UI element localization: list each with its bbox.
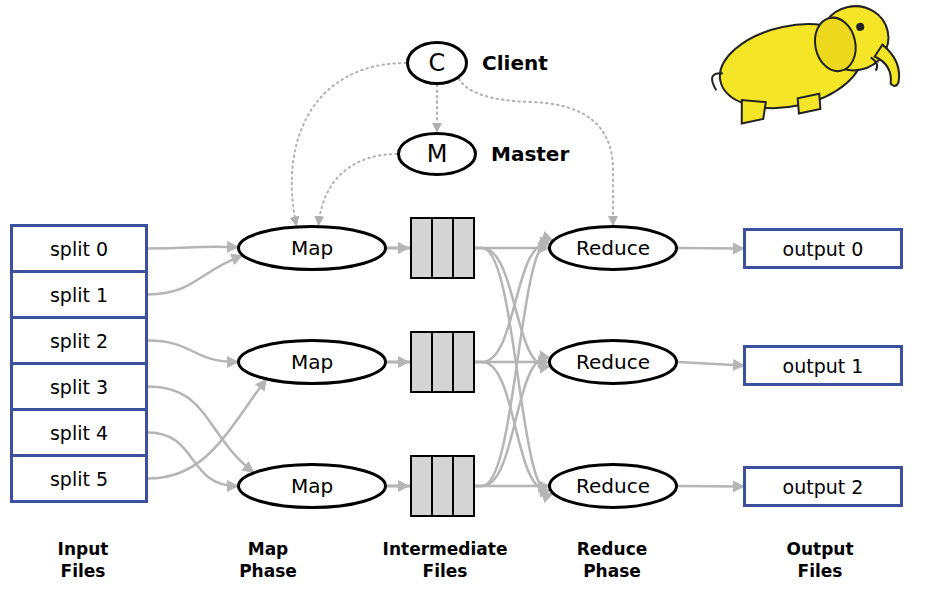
phase-label: Map Phase	[228, 538, 308, 582]
role-label: Master	[491, 142, 569, 166]
data-flow-arrow	[148, 387, 253, 472]
reduce-task: Reduce	[548, 339, 678, 385]
node-label: split 4	[50, 422, 108, 444]
file-stack	[411, 218, 474, 516]
hadoop-elephant	[703, 0, 903, 130]
node-label: Reduce	[576, 350, 650, 374]
input-split: split 3	[10, 362, 148, 411]
map-task: Map	[237, 339, 387, 385]
phase-label: Reduce Phase	[567, 538, 657, 582]
phase-label: Input Files	[43, 538, 123, 582]
node-label: Reduce	[576, 236, 650, 260]
phase-label: Output Files	[775, 538, 865, 582]
node-label: M	[427, 140, 448, 168]
master-circle: MMaster	[397, 132, 477, 176]
data-flow-arrow	[678, 247, 743, 250]
control-link	[292, 63, 406, 226]
phase-label: Intermediate Files	[370, 538, 520, 582]
node-label: output 1	[783, 355, 864, 377]
input-split: split 2	[10, 316, 148, 365]
output-file: output 1	[743, 345, 903, 386]
reduce-task: Reduce	[548, 225, 678, 271]
output-file: output 0	[743, 228, 903, 269]
node-label: split 2	[50, 330, 108, 352]
data-flow-arrow	[148, 256, 242, 295]
node-label: output 2	[783, 476, 864, 498]
control-link	[459, 79, 613, 225]
stack-arrowheads	[398, 242, 410, 492]
node-label: C	[429, 49, 446, 77]
control-link	[436, 85, 438, 132]
node-label: Map	[291, 474, 333, 498]
map-task: Map	[237, 225, 387, 271]
input-split: split 1	[10, 270, 148, 319]
map-task: Map	[237, 463, 387, 509]
data-flow-arrow	[678, 362, 743, 366]
data-flow-arrow	[678, 485, 743, 488]
client-circle: CClient	[406, 41, 468, 85]
data-flow-arrow	[148, 341, 237, 363]
data-flow-arrow	[148, 380, 266, 478]
control-link	[319, 154, 398, 225]
node-label: Reduce	[576, 474, 650, 498]
node-label: split 0	[50, 238, 108, 260]
input-split: split 4	[10, 408, 148, 457]
node-label: output 0	[783, 238, 864, 260]
node-label: Map	[291, 236, 333, 260]
data-flow-arrow	[148, 247, 237, 249]
reduce-task: Reduce	[548, 463, 678, 509]
input-split: split 0	[10, 224, 148, 273]
node-label: split 1	[50, 284, 108, 306]
node-label: split 3	[50, 376, 108, 398]
role-label: Client	[482, 51, 548, 75]
input-split: split 5	[10, 454, 148, 503]
output-file: output 2	[743, 466, 903, 507]
node-label: Map	[291, 350, 333, 374]
node-label: split 5	[50, 468, 108, 490]
